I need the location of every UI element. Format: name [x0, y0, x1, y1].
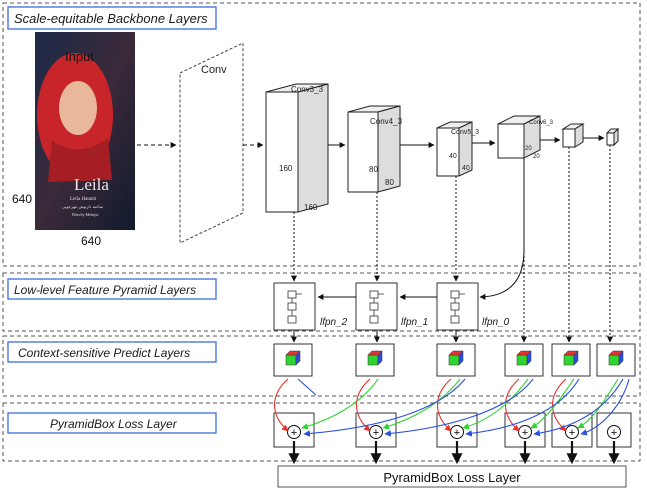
section-title-predict: Context-sensitive Predict Layers	[18, 346, 190, 360]
conv5-block	[436, 121, 473, 177]
conv4-size-label: 80	[369, 165, 378, 174]
section-title-backbone: Scale-equitable Backbone Layers	[14, 11, 208, 26]
cube-icon	[608, 350, 624, 366]
conv3-size-label: 160	[279, 164, 293, 173]
loss-bar-label: PyramidBox Loss Layer	[383, 470, 521, 485]
conv3-block	[265, 83, 329, 213]
plus-symbol: +	[569, 427, 575, 439]
plus-symbol: +	[454, 427, 460, 439]
conv6-block	[497, 115, 541, 159]
poster-line-3: Film by Mehrjui	[72, 212, 99, 217]
conv4-label: Conv4_3	[370, 117, 403, 126]
cube-icon	[516, 350, 532, 366]
conv7-block	[561, 123, 585, 148]
section-label-backbone: Scale-equitable Backbone Layers	[7, 6, 217, 30]
conv5-size-label: 40	[449, 153, 457, 160]
input-image: Leila Leila Hatami ساخته داریوش مهرجویی …	[35, 32, 135, 230]
plus-symbol: +	[522, 427, 528, 439]
conv3-label: Conv3_3	[291, 85, 324, 94]
loss-bar	[277, 465, 627, 488]
poster-line-2: ساخته داریوش مهرجویی	[62, 204, 104, 209]
section-title-fpn: Low-level Feature Pyramid Layers	[14, 283, 196, 297]
section-label-loss: PyramidBox Loss Layer	[7, 412, 217, 434]
conv5-label: Conv5_3	[451, 129, 479, 136]
conv8-block	[605, 127, 620, 147]
backbone-to-predict-links	[521, 145, 613, 343]
poster-line-1: Leila Hatami	[70, 197, 97, 202]
conv3-size2-label: 160	[304, 203, 318, 212]
backbone-to-fpn-links	[291, 176, 459, 282]
section-label-predict: Context-sensitive Predict Layers	[7, 341, 217, 363]
cube-icon	[367, 350, 383, 366]
input-label: Input	[65, 49, 94, 64]
plus-symbol: +	[291, 427, 297, 439]
cube-icon	[448, 350, 464, 366]
section-frames	[2, 2, 641, 462]
section-label-fpn: Low-level Feature Pyramid Layers	[7, 278, 217, 300]
loss-frame	[2, 402, 641, 462]
plus-symbol: +	[611, 427, 617, 439]
conv4-block	[347, 105, 401, 193]
loss-arrows	[288, 441, 620, 465]
fpn-frame	[2, 272, 641, 332]
plus-node: +	[607, 425, 621, 439]
conv6-to-lfpn0-link	[479, 158, 525, 300]
lfpn-2-label: lfpn_2	[320, 317, 348, 328]
input-height-label: 640	[12, 192, 32, 206]
conv6-size-label: 20	[525, 146, 532, 152]
fpn-to-predict-links	[291, 330, 459, 343]
conv-block	[179, 42, 244, 244]
conv-label: Conv	[201, 64, 227, 76]
conv6-label: Conv6_3	[529, 120, 554, 126]
plus-node: +	[369, 425, 383, 439]
backbone-arrows	[137, 135, 605, 148]
conv6-size2-label: 20	[533, 154, 540, 160]
plus-node: +	[518, 425, 532, 439]
context-arrows	[274, 378, 630, 437]
lfpn-0-label: lfpn_0	[482, 317, 510, 328]
plus-node: +	[450, 425, 464, 439]
cube-icon	[563, 350, 579, 366]
input-width-label: 640	[81, 234, 101, 248]
plus-node: +	[287, 425, 301, 439]
plus-nodes: + + + + + +	[287, 425, 621, 439]
section-title-loss: PyramidBox Loss Layer	[50, 417, 178, 431]
predict-cubes	[285, 350, 624, 366]
backbone-frame	[2, 2, 641, 267]
lfpn-1-label: lfpn_1	[401, 317, 428, 328]
cube-icon	[285, 350, 301, 366]
conv5-size2-label: 40	[462, 165, 470, 172]
predict-frame	[2, 335, 641, 397]
plus-symbol: +	[373, 427, 379, 439]
conv4-size2-label: 80	[385, 178, 394, 187]
lfpn-inner-glyphs	[287, 290, 465, 324]
plus-node: +	[565, 425, 579, 439]
poster-title: Leila	[74, 175, 109, 194]
